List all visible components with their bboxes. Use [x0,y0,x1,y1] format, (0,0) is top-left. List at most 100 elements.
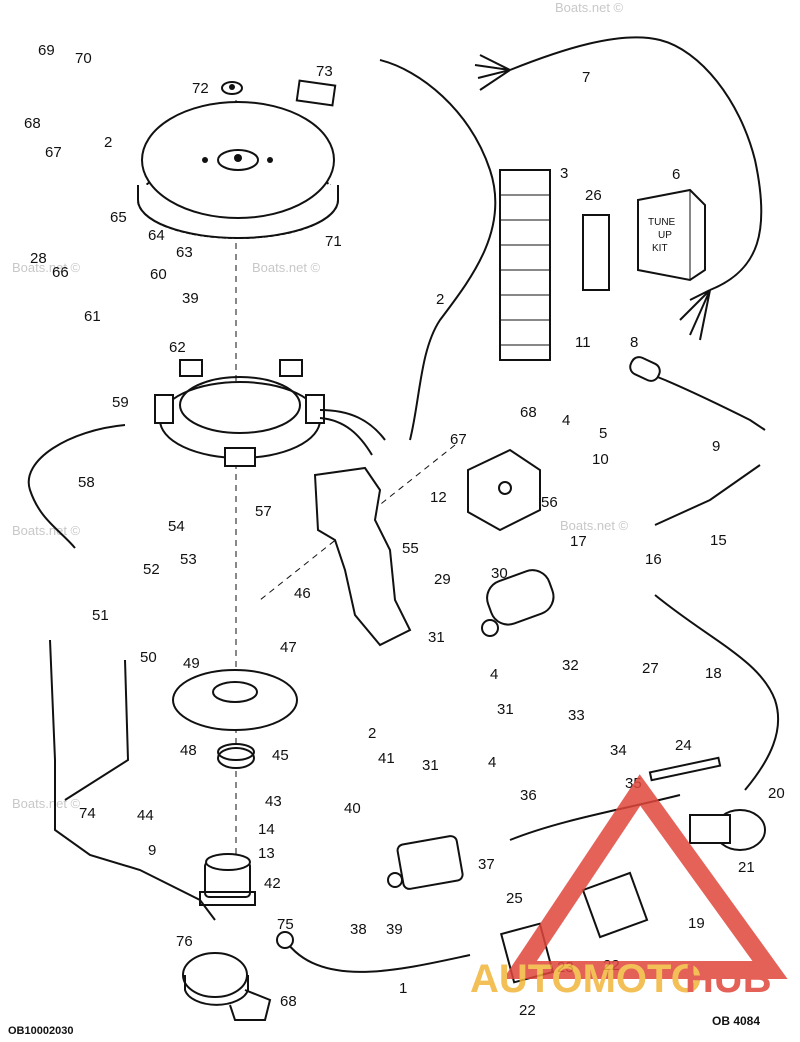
automotohub-logo: AUTOMOTO HUB [470,774,788,1001]
battery-cable [509,794,681,841]
part-label: 17 [570,533,587,550]
starter-solenoid [481,569,555,637]
boot [648,756,722,782]
part-label: 18 [705,665,722,682]
watermark: Boats.net © [12,523,81,538]
part-label: 21 [738,859,755,876]
rectifier [467,448,541,532]
tune-up-kit: TUNE UP KIT [637,188,706,282]
battery-cable [654,594,780,791]
part-label: 28 [30,250,47,267]
part-label: 47 [280,639,297,656]
part-label: 60 [150,266,167,283]
part-label: 72 [192,80,209,97]
part-label: 62 [169,339,186,356]
part-label: 9 [712,438,720,455]
part-label: 39 [386,921,403,938]
terminal-block [499,169,551,361]
mounting-plate [581,871,649,939]
part-label: 50 [140,649,157,666]
part-label: 4 [488,754,496,771]
part-label: 12 [430,489,447,506]
part-label: 75 [277,916,294,933]
part-label: 31 [422,757,439,774]
part-label: 74 [79,805,96,822]
watermark: Boats.net © [252,260,321,275]
logo-triangle [503,774,788,979]
part-label: 38 [350,921,367,938]
spark-plug-boot [629,356,661,382]
diagram-code-left: OB10002030 [8,1025,73,1037]
part-label: 26 [585,187,602,204]
part-label: 32 [562,657,579,674]
bushing [217,743,255,769]
part-label: 20 [768,785,785,802]
diagram-code-right: OB 4084 [712,1014,760,1028]
part-label: 71 [325,233,342,250]
wire-harness [509,36,763,291]
part-label: 63 [176,244,193,261]
part-label: 11 [575,334,591,351]
part-label: 25 [506,890,523,907]
kit-label-line: UP [658,230,672,241]
part-label: 56 [541,494,558,511]
part-label: 5 [599,425,607,442]
wire-harness-leads [679,289,711,341]
timer-base [172,669,298,731]
part-label: 34 [610,742,627,759]
flywheel-nut [221,81,243,95]
part-label: 45 [272,747,289,764]
part-label: 9 [148,842,156,859]
part-label: 1 [399,980,407,997]
part-label: 61 [84,308,101,325]
part-label: 68 [520,404,537,421]
decal [582,214,610,291]
ignition-switch [689,809,766,851]
part-label: 40 [344,800,361,817]
part-label: 49 [183,655,200,672]
spark-plug-lead [639,369,766,431]
part-label: 66 [52,264,69,281]
wire [27,424,126,549]
part-label: 51 [92,607,109,624]
watermark: Boats.net © [12,260,81,275]
part-label: 2 [436,291,444,308]
part-label: 65 [110,209,127,226]
part-label: 46 [294,585,311,602]
part-label: 68 [24,115,41,132]
part-label: 57 [255,503,272,520]
part-label: 37 [478,856,495,873]
part-label: 3 [560,165,568,182]
part-label: 22 [519,1002,536,1019]
part-label: 41 [378,750,395,767]
part-label: 24 [675,737,692,754]
kit-label-line: KIT [652,243,668,254]
part-label: 19 [688,915,705,932]
wire [49,639,216,921]
logo-text-auto: AUTOMOTO [470,957,702,1001]
part-label: 7 [582,69,590,86]
part-label: 76 [176,933,193,950]
part-label: 16 [645,551,662,568]
mounting-bracket [313,466,412,647]
flywheel [137,101,339,239]
part-label: 64 [148,227,165,244]
part-labels: 1 2 2 2 3 4 4 4 5 6 7 8 9 9 10 11 12 13 … [24,42,785,1019]
decal [295,79,337,107]
part-label: 31 [428,629,445,646]
part-label: 67 [45,144,62,161]
part-label: 53 [180,551,197,568]
part-label: 58 [78,474,95,491]
watermark: Boats.net © [555,0,624,15]
part-label: 70 [75,50,92,67]
watermark: Boats.net © [12,796,81,811]
ring-terminal [276,931,294,949]
wire [64,659,130,801]
part-label: 39 [182,290,199,307]
part-label: 55 [402,540,419,557]
part-label: 13 [258,845,275,862]
wire [379,59,497,441]
part-label: 43 [265,793,282,810]
stator [154,359,386,467]
